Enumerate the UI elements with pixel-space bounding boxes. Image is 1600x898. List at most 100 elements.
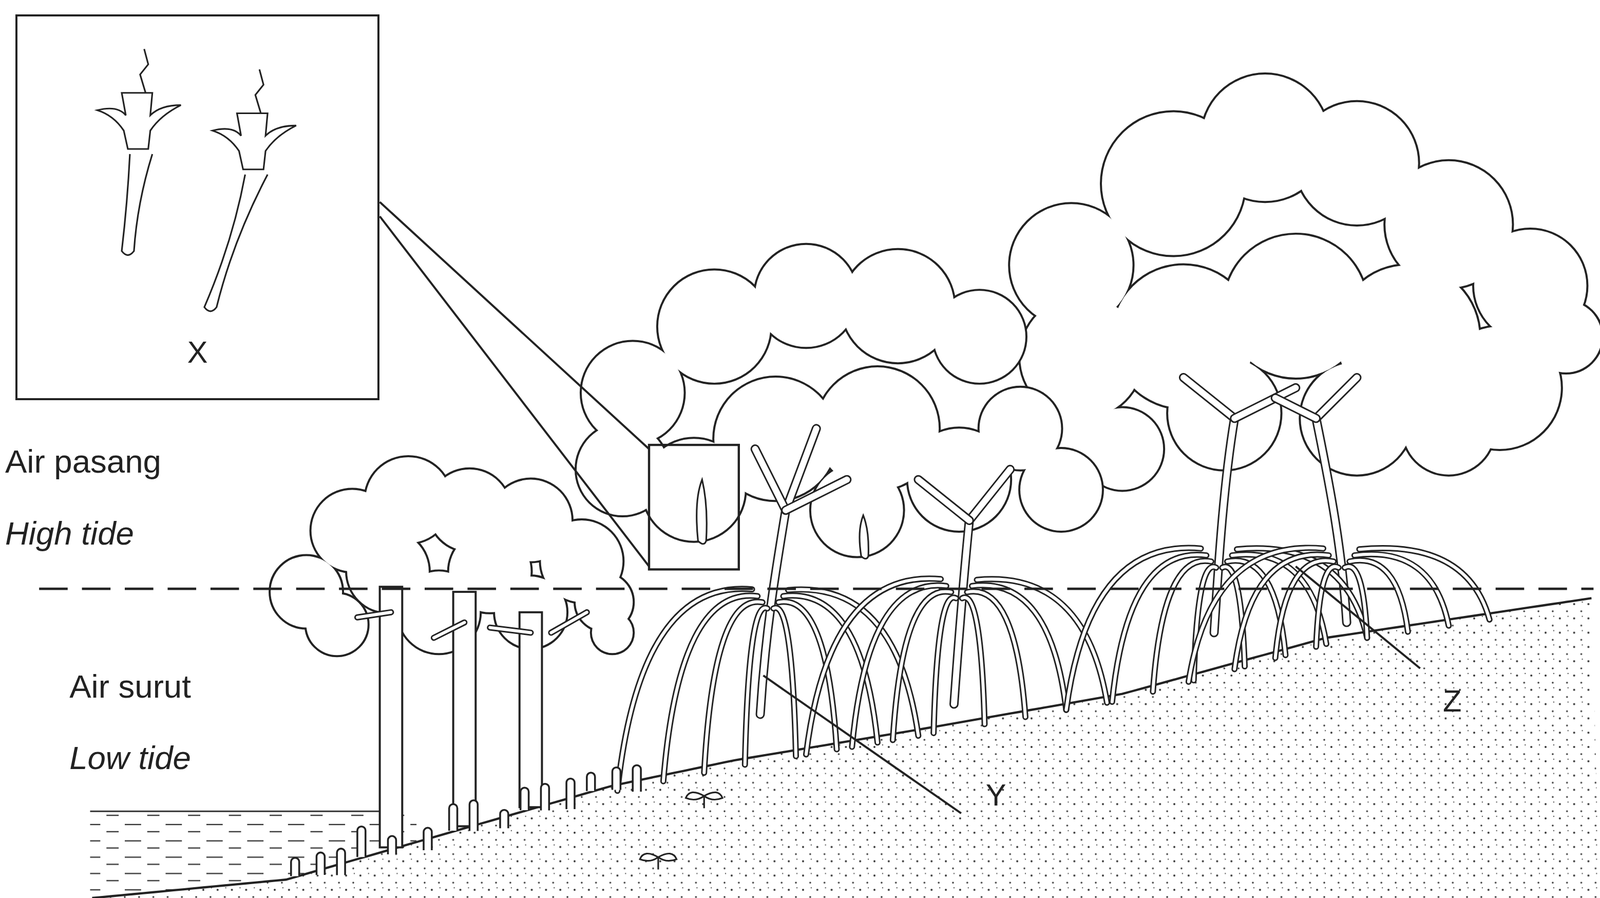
prop-root <box>1344 566 1368 638</box>
canopy-outline <box>1402 382 1495 475</box>
seedling <box>686 791 723 808</box>
part-letter: Z <box>1442 685 1462 717</box>
pneumatophore <box>423 827 432 850</box>
canopy-outline <box>933 290 1026 383</box>
prop-root-inner <box>1344 566 1368 638</box>
tree-trunk <box>1275 397 1317 419</box>
pneumatophore <box>336 848 346 875</box>
left-trunk <box>519 612 543 807</box>
left-branch <box>357 612 392 618</box>
zoom-leader <box>379 216 650 566</box>
tree-trunk-inner <box>1275 397 1317 419</box>
pneumatophore <box>388 835 397 854</box>
left-canopy <box>270 456 633 655</box>
tree-trunk <box>1183 377 1235 633</box>
pneumatophore <box>520 787 529 810</box>
pneumatophore <box>632 764 641 792</box>
prop-root <box>773 607 796 756</box>
pneumatophore <box>586 772 596 791</box>
propagule-calyx <box>212 112 297 169</box>
foreground-layer <box>39 48 1594 876</box>
tide-label: High tide <box>5 516 135 550</box>
canopy-fill <box>1402 382 1495 475</box>
prop-root-inner <box>962 597 985 724</box>
left-branch <box>433 622 465 638</box>
middle-canopy <box>576 244 1102 557</box>
canopy-fill <box>811 464 904 557</box>
canopy-fill <box>592 612 633 653</box>
propagule-stalk <box>140 48 149 95</box>
left-branch <box>550 612 587 633</box>
pneumatophore <box>449 803 458 831</box>
inset-letter: X <box>187 336 208 368</box>
seedling <box>639 852 677 869</box>
prop-root <box>1359 547 1490 620</box>
left-branch-inner <box>550 612 587 633</box>
prop-root-inner <box>1316 566 1339 647</box>
left-branch <box>489 627 531 633</box>
prop-root-inner <box>976 578 1107 703</box>
propagule-calyx <box>97 92 181 149</box>
pneumatophore <box>500 809 509 828</box>
prop-root <box>966 591 1026 717</box>
propagule-hypocotyl <box>121 154 153 256</box>
tree-trunk <box>755 448 787 510</box>
leader-line <box>1295 565 1420 669</box>
tree-layer <box>270 74 1600 847</box>
inset-box: X <box>15 14 380 400</box>
prop-root-inner <box>773 607 796 756</box>
left-branch-inner <box>357 612 392 618</box>
canopy-fill <box>1020 448 1102 531</box>
tide-label: Low tide <box>69 740 192 774</box>
right-canopy <box>1010 74 1600 490</box>
leader-line <box>763 675 961 813</box>
tide-label: Air pasang <box>5 444 162 478</box>
prop-root <box>745 607 768 765</box>
zoom-box <box>649 444 739 569</box>
prop-root <box>933 597 957 733</box>
prop-root-inner <box>1349 560 1408 632</box>
canopy-fill <box>306 593 368 655</box>
small-propagule <box>859 515 869 559</box>
pneumatophore <box>540 783 549 811</box>
tree-trunk-inner <box>918 479 969 521</box>
tree-trunk <box>785 479 847 511</box>
propagule-stalk <box>255 69 264 116</box>
canopy-outline <box>306 593 368 655</box>
small-propagule <box>696 479 708 544</box>
propagule <box>97 48 181 255</box>
prop-root-inner <box>1359 547 1490 620</box>
high-tide-line <box>39 587 1594 590</box>
prop-root-inner <box>966 591 1026 717</box>
pneumatophore <box>566 777 575 809</box>
pneumatophore <box>316 851 325 875</box>
prop-root <box>1349 560 1408 632</box>
prop-root <box>962 597 985 724</box>
canopy-fill <box>755 244 858 348</box>
canopy-outline <box>658 270 771 383</box>
prop-root <box>1316 566 1339 647</box>
tree-trunk-inner <box>1183 377 1235 633</box>
propagule <box>204 69 297 312</box>
pneumatophore <box>469 800 478 831</box>
propagule-hypocotyl <box>204 174 268 312</box>
zoom-leader <box>379 201 650 449</box>
prop-root-inner <box>745 607 768 765</box>
prop-root-inner <box>933 597 957 733</box>
tree-trunk-inner <box>785 479 847 511</box>
left-branch-inner <box>489 627 531 633</box>
part-letter: Y <box>985 779 1007 811</box>
prop-root <box>976 578 1107 703</box>
canopy-outline <box>811 464 904 557</box>
canopy-fill <box>933 290 1026 383</box>
canopy-outline <box>1020 448 1102 531</box>
tree-trunk <box>918 479 969 521</box>
pneumatophore <box>612 767 621 790</box>
pneumatophore <box>291 857 300 876</box>
prop-root <box>972 584 1067 710</box>
canopy-outline <box>592 612 633 653</box>
water-surface <box>89 810 388 812</box>
